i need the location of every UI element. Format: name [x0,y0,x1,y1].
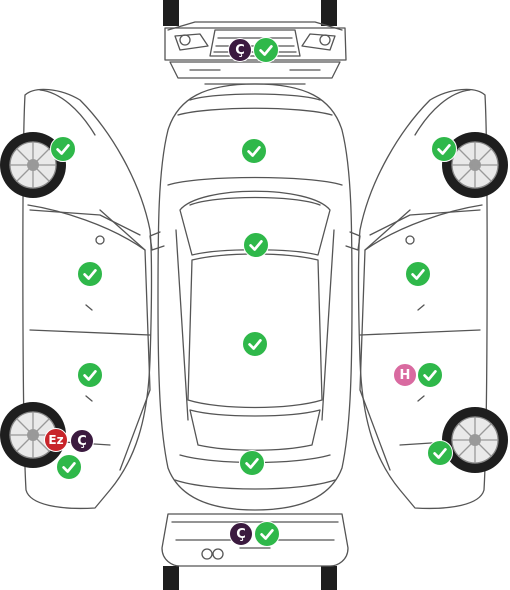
check-icon-left-rear-door[interactable] [77,362,103,388]
check-icon-windshield[interactable] [243,232,269,258]
badge-right-rear-door[interactable]: H [393,363,417,387]
left-side-view [0,88,153,510]
check-icon-hood[interactable] [241,138,267,164]
check-icon-rear-bumper[interactable] [254,521,280,547]
check-icon-left-front-fender[interactable] [50,136,76,162]
check-icon-front-bumper[interactable] [253,37,279,63]
badge-left-rear-fender-ez[interactable]: Ez [44,428,68,452]
check-icon-left-front-door[interactable] [77,261,103,287]
badge-rear-bumper[interactable]: Ç [229,522,253,546]
badge-left-rear-fender-c[interactable]: Ç [70,429,94,453]
check-icon-roof[interactable] [242,331,268,357]
top-view [149,83,361,511]
check-icon-right-rear-door[interactable] [417,362,443,388]
rear-bumper-view [161,513,349,590]
badge-front-bumper[interactable]: Ç [228,38,252,62]
check-icon-right-rear-fender[interactable] [427,440,453,466]
check-icon-left-rear-fender[interactable] [56,454,82,480]
check-icon-right-front-fender[interactable] [431,136,457,162]
check-icon-right-front-door[interactable] [405,261,431,287]
check-icon-trunk[interactable] [239,450,265,476]
right-side-view [357,88,508,510]
